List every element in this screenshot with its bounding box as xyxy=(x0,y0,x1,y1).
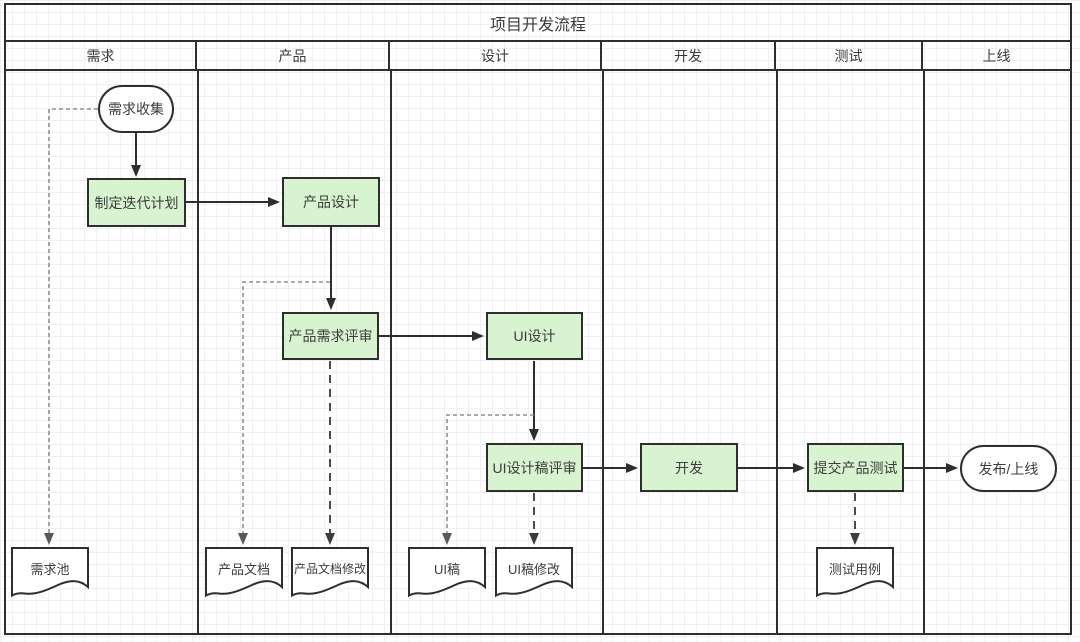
doc-product-doc-revision[interactable]: 产品文档修改 xyxy=(291,547,369,599)
node-label: 需求收集 xyxy=(108,101,164,117)
node-label: 产品需求评审 xyxy=(288,328,373,344)
doc-requirement-pool[interactable]: 需求池 xyxy=(11,547,89,599)
swimlane-frame xyxy=(4,3,1072,635)
node-label: 发布/上线 xyxy=(978,460,1039,477)
document-shape xyxy=(408,547,486,598)
doc-label: UI稿 xyxy=(433,561,460,577)
doc-product-doc[interactable]: 产品文档 xyxy=(205,547,283,599)
node-label: 制定迭代计划 xyxy=(94,194,179,211)
connector-product-design-to-doc xyxy=(238,281,330,545)
node-requirements-gathering[interactable]: 需求收集 xyxy=(98,85,174,133)
node-label: 开发 xyxy=(675,459,703,476)
doc-label: 需求池 xyxy=(30,561,70,577)
document-shape xyxy=(291,547,369,598)
connector-gathering-to-pool xyxy=(44,108,98,545)
doc-ui-draft[interactable]: UI稿 xyxy=(408,547,486,599)
node-submit-product-test[interactable]: 提交产品测试 xyxy=(807,443,904,492)
node-product-requirement-review[interactable]: 产品需求评审 xyxy=(282,312,379,360)
connector-ui-design-to-draft xyxy=(442,414,534,545)
node-label: UI设计稿评审 xyxy=(492,459,577,476)
document-shape xyxy=(205,547,283,598)
doc-label: 测试用例 xyxy=(828,561,881,577)
node-ui-design-review[interactable]: UI设计稿评审 xyxy=(486,443,583,492)
lane-divider-1 xyxy=(197,71,199,635)
lane-header-test: 测试 xyxy=(776,42,923,69)
node-product-design[interactable]: 产品设计 xyxy=(282,177,380,227)
doc-label: 产品文档修改 xyxy=(293,561,366,576)
doc-label: 产品文档 xyxy=(217,561,270,577)
lane-divider-5 xyxy=(923,71,925,635)
node-label: 提交产品测试 xyxy=(813,459,898,476)
document-shape xyxy=(11,547,89,598)
node-development[interactable]: 开发 xyxy=(640,443,738,492)
lane-header-row: 需求 产品 设计 开发 测试 上线 xyxy=(6,42,1070,71)
diagram-title: 项目开发流程 xyxy=(6,5,1070,42)
lane-header-requirements: 需求 xyxy=(6,42,197,69)
doc-ui-draft-revision[interactable]: UI稿修改 xyxy=(495,547,573,599)
lane-divider-4 xyxy=(776,71,778,635)
node-label: UI设计 xyxy=(513,328,556,344)
lane-header-design: 设计 xyxy=(390,42,602,69)
doc-test-cases[interactable]: 测试用例 xyxy=(816,547,894,599)
document-shape xyxy=(816,547,894,598)
node-label: 产品设计 xyxy=(303,194,359,210)
node-ui-design[interactable]: UI设计 xyxy=(486,312,583,360)
node-release[interactable]: 发布/上线 xyxy=(960,445,1057,492)
lane-header-launch: 上线 xyxy=(982,47,1011,64)
document-shape xyxy=(495,547,573,598)
lane-divider-2 xyxy=(390,71,392,635)
lane-divider-3 xyxy=(602,71,604,635)
doc-label: UI稿修改 xyxy=(507,561,560,577)
lane-header-development: 开发 xyxy=(602,42,776,69)
lane-header-product: 产品 xyxy=(197,42,390,69)
node-iteration-plan[interactable]: 制定迭代计划 xyxy=(87,178,186,227)
